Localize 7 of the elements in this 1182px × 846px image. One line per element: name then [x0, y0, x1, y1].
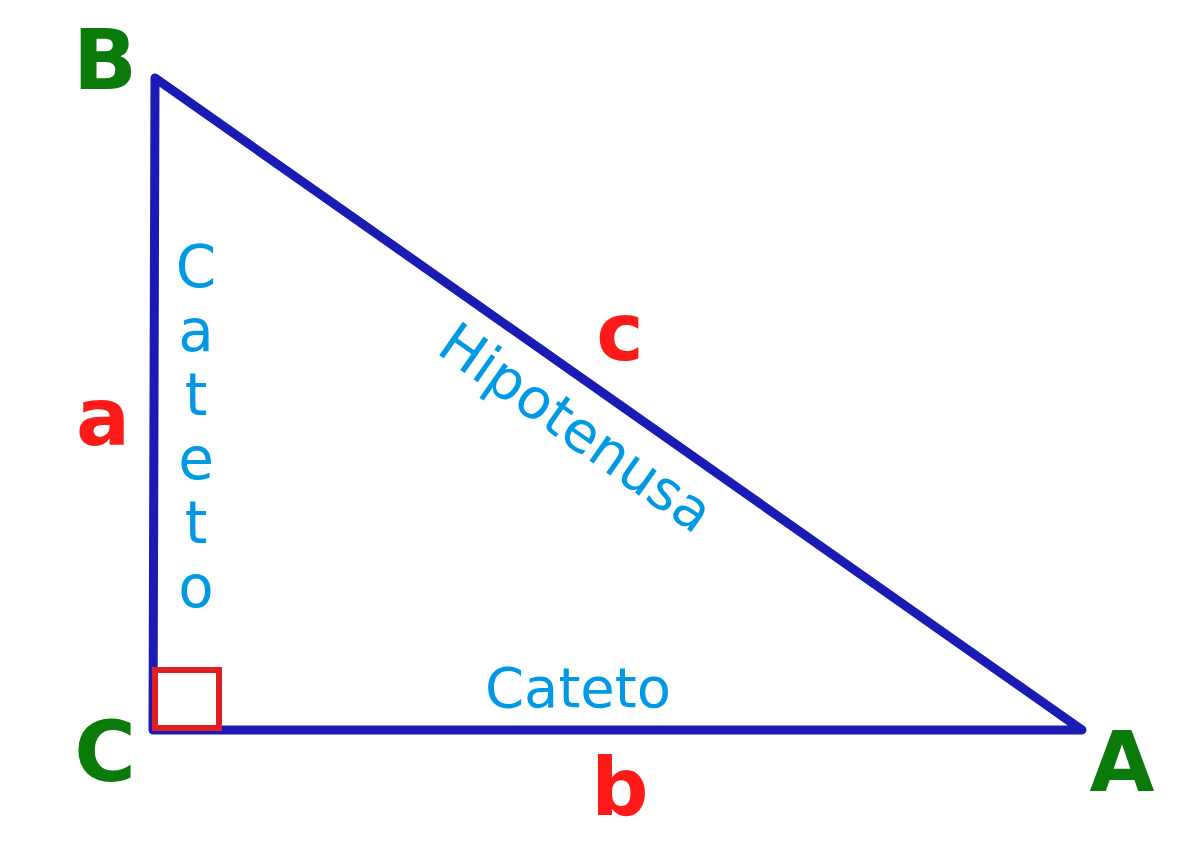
leg-label: Cateto	[167, 233, 225, 617]
side-label: a	[76, 378, 130, 458]
leg-label: Cateto	[485, 660, 671, 716]
side-label: b	[591, 748, 649, 828]
vertex-label: B	[73, 18, 137, 102]
vertex-label: A	[1089, 720, 1155, 804]
vertex-label: C	[74, 710, 136, 794]
